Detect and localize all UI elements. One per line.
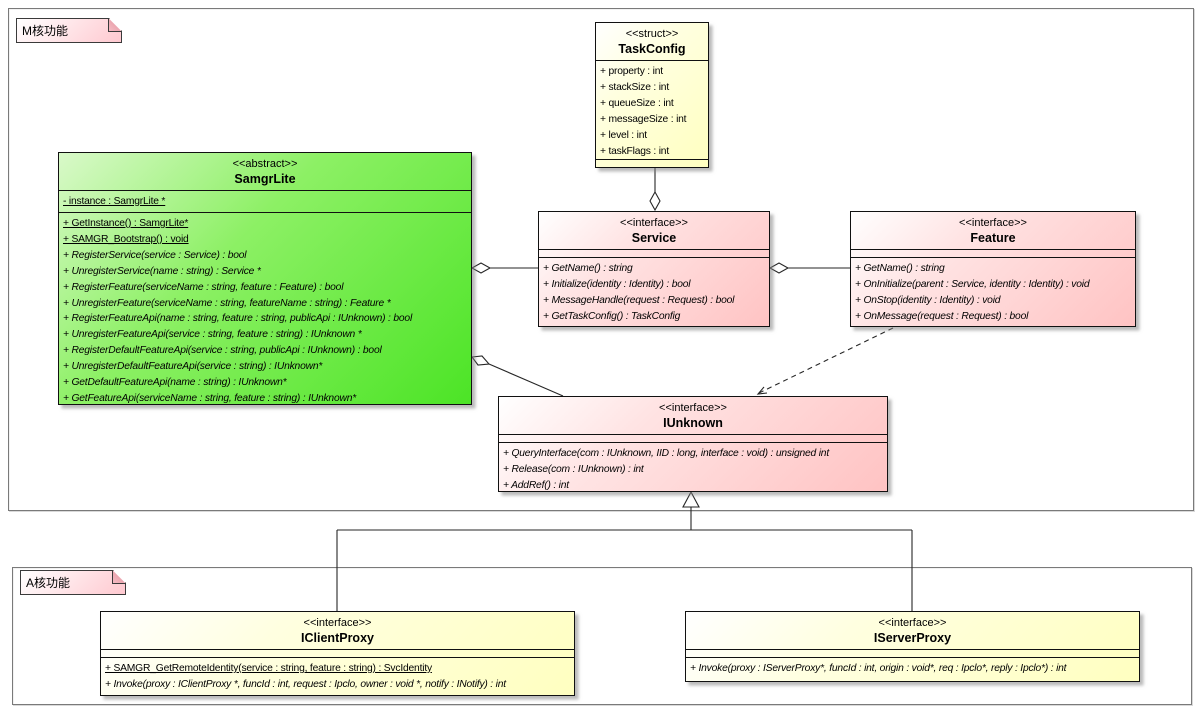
note-a-core: A核功能	[20, 570, 126, 595]
attributes-compartment	[539, 249, 769, 257]
method-row: + Invoke(proxy : IClientProxy *, funcId …	[105, 678, 506, 690]
aggregation-service-feature	[768, 262, 850, 274]
method-row: + GetInstance() : SamgrLite*	[63, 218, 189, 229]
class-stereotype: <<struct>>	[625, 28, 679, 40]
class-stereotype: <<interface>>	[959, 217, 1027, 229]
method-row: + OnStop(identity : Identity) : void	[855, 294, 1001, 306]
method-row: + QueryInterface(com : IUnknown, IID : l…	[503, 448, 829, 459]
aggregation-diamond	[470, 262, 492, 274]
method-row: + Invoke(proxy : IServerProxy*, funcId :…	[690, 663, 1067, 674]
class-stereotype: <<abstract>>	[232, 158, 298, 170]
method-row: + RegisterDefaultFeatureApi(service : st…	[63, 345, 382, 357]
class-feature: <<interface>> Feature + GetName() : stri…	[850, 211, 1136, 327]
class-header: <<struct>> TaskConfig	[596, 23, 708, 60]
aggregation-diamond	[470, 355, 491, 366]
method-row: + AddRef() : int	[503, 479, 569, 491]
attribute-row: + messageSize : int	[600, 113, 687, 125]
class-header: <<interface>> IClientProxy	[101, 612, 574, 649]
note-a-label: A核功能	[26, 576, 71, 590]
dependency-arrowhead	[756, 386, 768, 395]
class-header: <<interface>> Service	[539, 212, 769, 249]
attributes-compartment	[101, 649, 574, 657]
class-stereotype: <<interface>>	[303, 617, 372, 629]
method-row: + RegisterFeatureApi(name : string, feat…	[63, 313, 413, 325]
aggregation-samgrlite-service	[470, 262, 538, 274]
methods-compartment: + GetInstance() : SamgrLite* + SAMGR_Boo…	[59, 212, 471, 407]
attributes-compartment: + property : int + stackSize : int + que…	[596, 60, 708, 159]
class-header: <<interface>> Feature	[851, 212, 1135, 249]
attribute-row: + property : int	[600, 66, 663, 77]
method-row: + MessageHandle(request : Request) : boo…	[543, 294, 735, 306]
class-stereotype: <<interface>>	[620, 217, 688, 229]
method-row: + SAMGR_Bootstrap() : void	[63, 233, 189, 245]
aggregation-diamond	[768, 262, 790, 274]
class-stereotype: <<interface>>	[659, 402, 727, 414]
class-iclientproxy: <<interface>> IClientProxy + SAMGR_GetRe…	[100, 611, 575, 696]
attribute-row: - instance : SamgrLite *	[63, 196, 166, 207]
class-name: TaskConfig	[618, 42, 686, 56]
generalization-proxies-iunknown	[336, 490, 913, 611]
method-row: + Release(com : IUnknown) : int	[503, 463, 644, 475]
method-row: + UnregisterFeatureApi(service : string,…	[63, 329, 362, 341]
class-iserverproxy: <<interface>> IServerProxy + Invoke(prox…	[685, 611, 1140, 682]
class-name: SamgrLite	[234, 172, 296, 186]
dependency-feature-iunknown	[756, 327, 894, 395]
attribute-row: + queueSize : int	[600, 97, 674, 109]
method-row: + GetFeatureApi(serviceName : string, fe…	[63, 392, 357, 404]
method-row: + GetTaskConfig() : TaskConfig	[543, 310, 681, 322]
method-row: + RegisterService(service : Service) : b…	[63, 249, 247, 261]
class-name: Feature	[970, 231, 1016, 245]
note-m-core: M核功能	[16, 18, 122, 43]
class-stereotype: <<interface>>	[878, 617, 947, 629]
method-row: + GetName() : string	[855, 263, 945, 274]
methods-compartment: + QueryInterface(com : IUnknown, IID : l…	[499, 442, 887, 494]
attribute-row: + taskFlags : int	[600, 145, 669, 157]
method-row: + Initialize(identity : Identity) : bool	[543, 278, 691, 290]
attributes-compartment	[686, 649, 1139, 657]
note-m-label: M核功能	[22, 24, 68, 38]
attribute-row: + stackSize : int	[600, 81, 669, 93]
method-row: + UnregisterDefaultFeatureApi(service : …	[63, 361, 323, 373]
method-row: + GetDefaultFeatureApi(name : string) : …	[63, 377, 287, 389]
class-iunknown: <<interface>> IUnknown + QueryInterface(…	[498, 396, 888, 492]
methods-compartment	[596, 159, 708, 167]
method-row: + UnregisterFeature(serviceName : string…	[63, 297, 391, 309]
attributes-compartment	[851, 249, 1135, 257]
aggregation-service-taskconfig	[649, 168, 661, 212]
methods-compartment: + Invoke(proxy : IServerProxy*, funcId :…	[686, 657, 1139, 677]
class-name: IUnknown	[663, 416, 723, 430]
generalization-triangle	[682, 490, 700, 508]
method-row: + UnregisterService(name : string) : Ser…	[63, 265, 261, 277]
class-header: <<interface>> IServerProxy	[686, 612, 1139, 649]
methods-compartment: + SAMGR_GetRemoteIdentity(service : stri…	[101, 657, 574, 693]
method-row: + RegisterFeature(serviceName : string, …	[63, 281, 344, 293]
class-service: <<interface>> Service + GetName() : stri…	[538, 211, 770, 327]
method-row: + OnInitialize(parent : Service, identit…	[855, 278, 1090, 290]
attributes-compartment: - instance : SamgrLite *	[59, 190, 471, 212]
aggregation-samgrlite-iunknown	[470, 355, 564, 397]
attribute-row: + level : int	[600, 129, 647, 141]
class-name: Service	[631, 231, 677, 245]
method-row: + SAMGR_GetRemoteIdentity(service : stri…	[105, 663, 432, 674]
class-header: <<abstract>> SamgrLite	[59, 153, 471, 190]
method-row: + OnMessage(request : Request) : bool	[855, 310, 1029, 322]
class-name: IServerProxy	[873, 631, 952, 645]
class-taskconfig: <<struct>> TaskConfig + property : int +…	[595, 22, 709, 168]
methods-compartment: + GetName() : string + OnInitialize(pare…	[851, 257, 1135, 325]
class-name: IClientProxy	[301, 631, 374, 645]
class-samgrlite: <<abstract>> SamgrLite - instance : Samg…	[58, 152, 472, 405]
attributes-compartment	[499, 434, 887, 442]
method-row: + GetName() : string	[543, 263, 633, 274]
methods-compartment: + GetName() : string + Initialize(identi…	[539, 257, 769, 325]
class-header: <<interface>> IUnknown	[499, 397, 887, 434]
aggregation-diamond	[649, 190, 661, 212]
